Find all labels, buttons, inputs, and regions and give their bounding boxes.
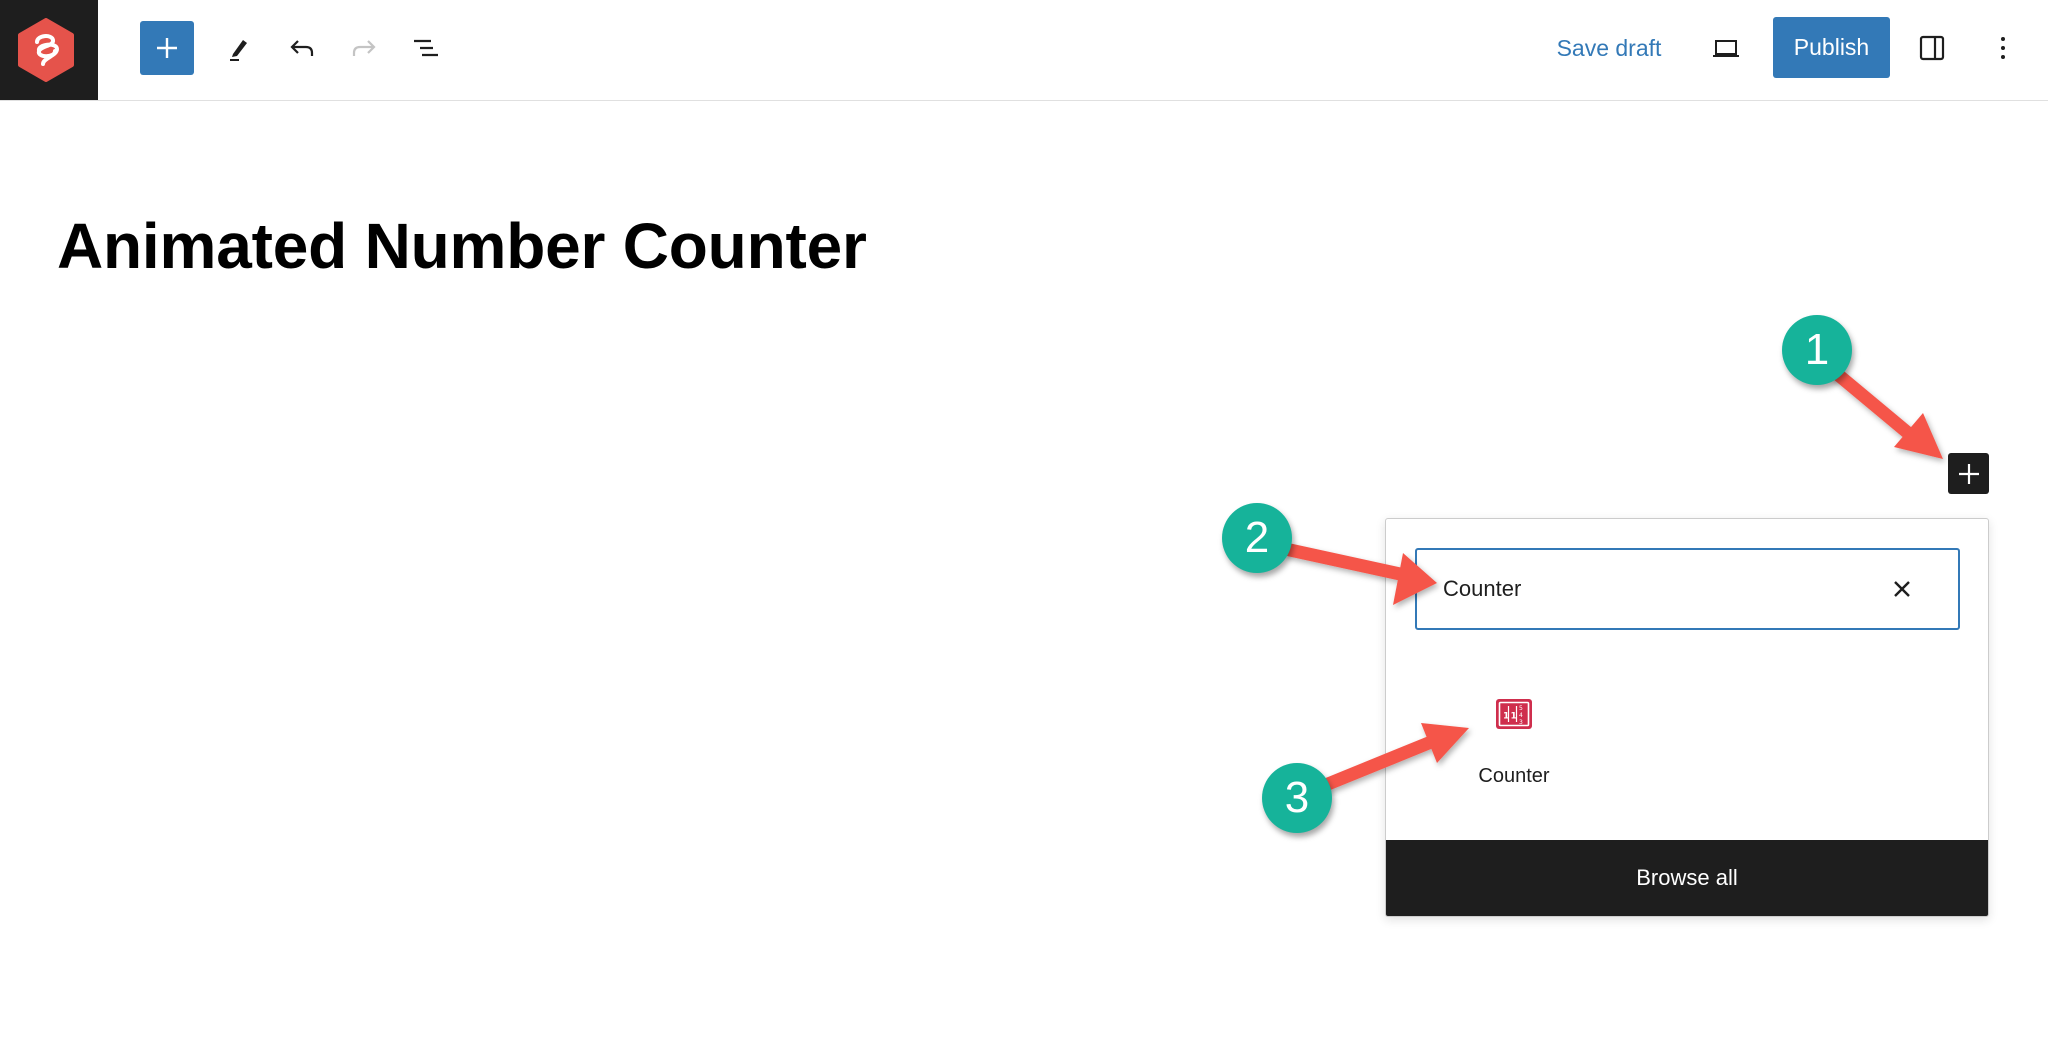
svg-text:3: 3 (1519, 719, 1523, 726)
block-search-input[interactable] (1443, 550, 1863, 628)
quick-inserter-popover: 1 1 5 4 3 Counter Browse all (1385, 518, 1989, 917)
svg-text:1: 1 (1511, 712, 1517, 722)
plus-icon (1958, 463, 1979, 484)
undo-icon (290, 40, 314, 56)
counter-block-icon: 1 1 5 4 3 (1496, 699, 1532, 729)
block-appender-button[interactable] (1948, 453, 1989, 494)
arrow-1 (1829, 366, 1943, 459)
kebab-icon (2001, 37, 2005, 59)
list-view-button[interactable] (399, 21, 453, 75)
settings-sidebar-button[interactable] (1905, 21, 1959, 75)
clear-search-button[interactable] (1883, 570, 1921, 608)
options-menu-button[interactable] (1977, 21, 2029, 75)
browse-all-button[interactable]: Browse all (1386, 840, 1988, 916)
preview-button[interactable] (1699, 21, 1753, 75)
add-block-button[interactable] (140, 21, 194, 75)
publish-button[interactable]: Publish (1773, 17, 1890, 78)
laptop-icon (1713, 40, 1739, 57)
list-view-icon (414, 39, 438, 57)
callout-1: 1 (1782, 315, 1852, 385)
counter-block-label: Counter (1478, 765, 1550, 787)
svg-text:5: 5 (1519, 705, 1523, 712)
block-search-field[interactable] (1415, 548, 1960, 630)
counter-block-item[interactable]: 1 1 5 4 3 Counter (1462, 689, 1566, 799)
svg-text:4: 4 (1519, 712, 1523, 719)
tools-button[interactable] (211, 21, 265, 75)
post-title[interactable]: Animated Number Counter (57, 210, 867, 282)
redo-icon (352, 40, 376, 56)
callout-3: 3 (1262, 763, 1332, 833)
redo-button[interactable] (337, 21, 391, 75)
callout-2: 2 (1222, 503, 1292, 573)
plus-icon (157, 38, 177, 58)
close-icon (1894, 581, 1910, 597)
sidebar-icon (1919, 35, 1945, 61)
undo-button[interactable] (275, 21, 329, 75)
site-logo-button[interactable] (0, 0, 98, 100)
svg-text:1: 1 (1503, 712, 1509, 722)
save-draft-button[interactable]: Save draft (1556, 34, 1662, 61)
editor-header: Save draft Publish (0, 0, 2048, 101)
pencil-icon (230, 40, 247, 61)
wpzoom-logo-icon (18, 18, 74, 82)
